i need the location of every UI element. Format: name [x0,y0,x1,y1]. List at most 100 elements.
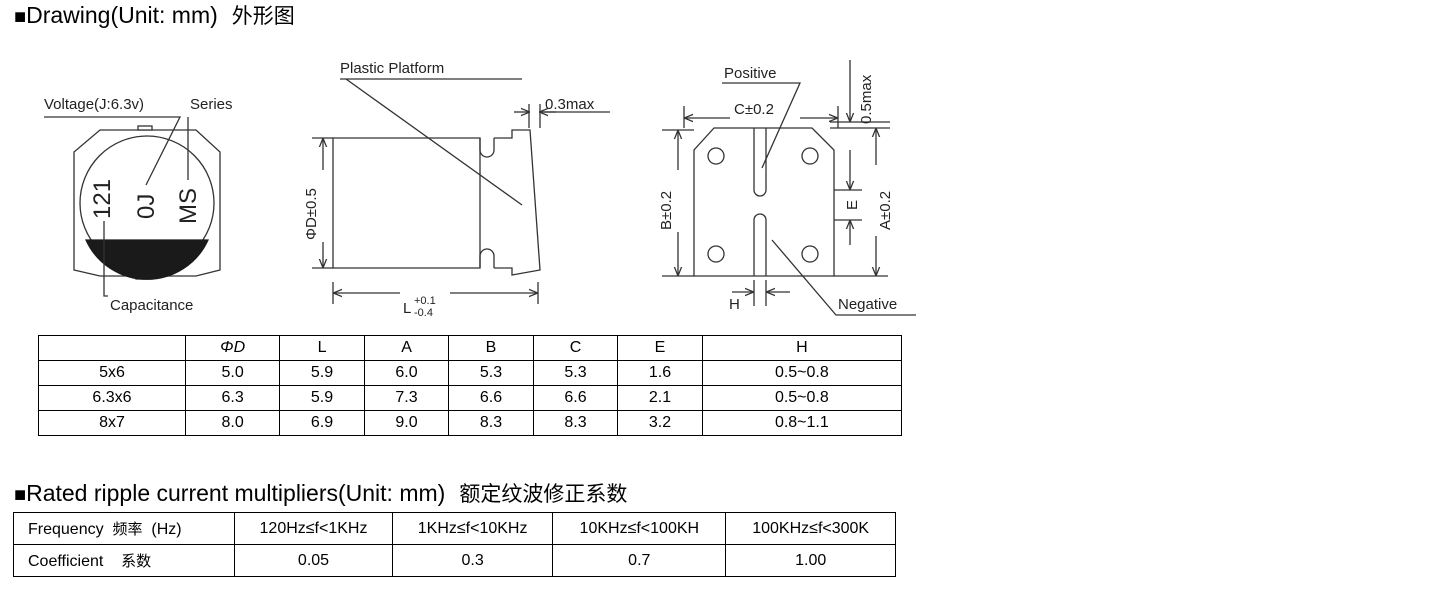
ripple-title: Rated ripple current multipliers(Unit: m… [26,480,446,506]
can-notches [479,138,495,268]
mount-hole-2 [801,147,819,165]
table-cell: 6.6 [448,385,534,411]
table-cell: 5.3 [448,360,534,386]
platform [494,129,541,276]
label-capacitance: Capacitance [110,297,193,314]
drawing-title: Drawing(Unit: mm) [26,2,218,28]
table-cell: 8.0 [184,410,281,436]
negative-terminal [753,213,767,276]
marking-volt-code: 0J [133,194,160,219]
ripple-table: Frequency 频率 (Hz) 120Hz≤f<1KHz 1KHz≤f<10… [13,512,896,577]
top-view [44,116,221,297]
dimension-drawing: Voltage(J:6.3v) Series Capacitance 121 0… [44,60,916,319]
label-c-dim: C±0.2 [734,101,774,118]
label-b-dim: B±0.2 [658,191,675,230]
drawing-heading: ■Drawing(Unit: mm) 外形图 [14,1,295,31]
table-cell: 8x7 [38,410,186,436]
mount-hole-4 [801,245,819,263]
frequency-label-cn: 频率 [112,520,143,538]
table-cell: 6.3 [184,385,281,411]
label-h-dim: H [729,296,740,313]
mount-hole-1 [707,147,725,165]
base-plate [693,127,835,277]
table-cell: 8.3 [532,410,619,436]
marking-series-code: MS [175,188,202,224]
ripple-heading: ■Rated ripple current multipliers(Unit: … [14,479,627,509]
frequency-unit: (Hz) [151,521,182,538]
label-l-plus: +0.1 [414,295,436,307]
table-cell: 6.3x6 [38,385,186,411]
coefficient-cell: 0.7 [552,544,727,577]
header-cell [38,335,186,361]
positive-leader [722,82,802,169]
label-positive: Positive [724,65,777,82]
capacitance-leader [103,221,108,297]
table-cell: 6.0 [363,360,450,386]
table-cell: 5.9 [279,360,365,386]
side-view [312,78,610,304]
table-cell: 0.5~0.8 [701,385,903,411]
header-cell: E [617,335,703,361]
square-bullet-icon: ■ [14,484,27,506]
table-cell: 2.1 [617,385,703,411]
negative-leader [771,239,916,316]
label-l: L [403,300,411,317]
table-cell: 3.2 [617,410,703,436]
bottom-view [662,60,916,316]
table-row: 5x6 5.0 5.9 6.0 5.3 5.3 1.6 0.5~0.8 [38,360,903,386]
table-cell: 5.9 [279,385,365,411]
positive-terminal [753,128,767,197]
dimension-table: ΦD L A B C E H 5x6 5.0 5.9 6.0 5.3 5.3 1… [38,335,903,436]
frequency-cell: 100KHz≤f<300K [725,512,896,545]
table-cell: 1.6 [617,360,703,386]
marking-cap-code: 121 [89,179,116,219]
label-negative: Negative [838,296,897,313]
table-cell: 5.0 [184,360,281,386]
coefficient-cell: 1.00 [725,544,896,577]
header-cell: A [363,335,450,361]
label-e-dim: E [844,200,861,210]
table-cell: 5x6 [38,360,186,386]
square-bullet-icon: ■ [14,6,27,28]
label-phi-d: ΦD±0.5 [303,188,320,240]
table-cell: 9.0 [363,410,450,436]
label-voltage: Voltage(J:6.3v) [44,96,144,113]
coefficient-row: Coefficient 系数 0.05 0.3 0.7 1.00 [13,544,896,577]
voltage-leader [44,116,182,186]
table-cell: 6.6 [532,385,619,411]
coefficient-cell: 0.05 [234,544,393,577]
frequency-row-header: Frequency 频率 (Hz) [13,512,235,545]
table-cell: 7.3 [363,385,450,411]
table-cell: 5.3 [532,360,619,386]
frequency-row: Frequency 频率 (Hz) 120Hz≤f<1KHz 1KHz≤f<10… [13,512,896,545]
coefficient-row-header: Coefficient 系数 [13,544,235,577]
header-cell: B [448,335,534,361]
table-cell: 0.5~0.8 [701,360,903,386]
coefficient-label: Coefficient [28,553,104,570]
coefficient-cell: 0.3 [391,544,554,577]
header-cell: ΦD [184,335,281,361]
table-header-row: ΦD L A B C E H [38,335,903,361]
label-l-minus: -0.4 [414,307,433,319]
table-row: 8x7 8.0 6.9 9.0 8.3 8.3 3.2 0.8~1.1 [38,410,903,436]
table-cell: 8.3 [448,410,534,436]
mount-hole-3 [707,245,725,263]
frequency-label: Frequency [28,521,104,538]
ripple-title-cn: 额定纹波修正系数 [459,482,628,506]
header-cell: C [532,335,619,361]
label-max03: 0.3max [545,96,595,113]
frequency-cell: 1KHz≤f<10KHz [391,512,554,545]
drawing-title-cn: 外形图 [231,4,295,28]
label-a-dim: A±0.2 [877,191,894,230]
table-cell: 0.8~1.1 [701,410,903,436]
base-tab-top [137,125,153,131]
platform-leader [345,78,523,206]
label-plastic-platform: Plastic Platform [340,60,444,77]
table-cell: 6.9 [279,410,365,436]
label-max05: 0.5max [858,74,875,124]
can-body [332,137,481,269]
header-cell: H [701,335,903,361]
coefficient-label-cn: 系数 [121,552,152,570]
polarity-band [84,239,210,280]
base-outline [73,129,221,277]
